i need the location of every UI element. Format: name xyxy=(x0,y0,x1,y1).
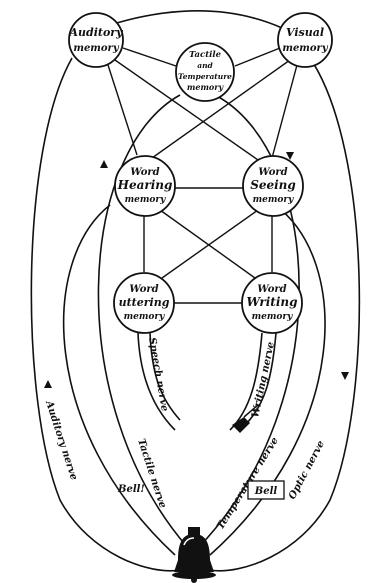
edge-seeing-uttering xyxy=(162,210,258,278)
node-word-seeing-memory: Word Seeing memory xyxy=(243,156,303,216)
node-uttering-line1: Word xyxy=(129,284,158,295)
node-tactile-memory: Tactile and Temperature memory xyxy=(176,43,234,101)
node-seeing-line1: Word xyxy=(258,167,287,178)
bell-box: Bell xyxy=(248,481,284,499)
node-hearing-line2: Hearing xyxy=(117,178,173,192)
node-writing-line3: memory xyxy=(252,312,294,322)
node-auditory-memory: Auditory memory xyxy=(68,13,124,67)
top-arc xyxy=(100,11,282,28)
bell-box-label: Bell xyxy=(254,486,278,497)
edge-tactile-visual xyxy=(235,48,280,66)
node-word-hearing-memory: Word Hearing memory xyxy=(115,156,175,216)
edge-visual-seeing xyxy=(272,65,297,158)
speech-nerve-label: Speech nerve xyxy=(146,337,170,413)
node-writing-line1: Word xyxy=(257,284,286,295)
edge-auditory-tactile xyxy=(123,48,176,66)
node-word-writing-memory: Word Writing memory xyxy=(242,273,302,333)
edge-auditory-hearing xyxy=(108,65,137,155)
node-tactile-line2: and xyxy=(197,61,213,70)
node-auditory-line1: Auditory xyxy=(68,26,124,39)
arrow-icon-right-1 xyxy=(341,372,349,380)
arrow-icon-left-2 xyxy=(100,160,108,168)
arrow-icon-left-1 xyxy=(44,380,52,388)
node-visual-memory: Visual memory xyxy=(278,13,332,67)
node-writing-line2: Writing xyxy=(246,295,297,309)
edge-hearing-writing xyxy=(160,210,255,278)
node-uttering-line2: uttering xyxy=(119,296,170,309)
node-hearing-line1: Word xyxy=(130,167,159,178)
node-seeing-line2: Seeing xyxy=(250,178,296,192)
node-seeing-line3: memory xyxy=(253,195,295,205)
writing-nerve-label: Writing nerve xyxy=(250,341,277,419)
writing-nerve: Writing nerve xyxy=(230,333,277,433)
tactile-nerve-label: Tactile nerve xyxy=(135,438,168,510)
node-uttering-line3: memory xyxy=(124,312,166,322)
node-word-uttering-memory: Word uttering memory xyxy=(114,273,174,333)
node-tactile-line1: Tactile xyxy=(189,50,222,60)
node-visual-line1: Visual xyxy=(286,26,324,39)
node-tactile-line4: memory xyxy=(187,82,225,92)
bell-exclaim-label: Bell! xyxy=(117,484,145,495)
node-auditory-line2: memory xyxy=(73,43,119,54)
speech-nerve: Speech nerve xyxy=(138,333,180,430)
node-visual-line2: memory xyxy=(282,43,328,54)
node-tactile-line3: Temperature xyxy=(178,72,232,81)
auditory-nerve-label: Auditory nerve xyxy=(43,399,79,482)
node-hearing-line3: memory xyxy=(125,195,167,205)
